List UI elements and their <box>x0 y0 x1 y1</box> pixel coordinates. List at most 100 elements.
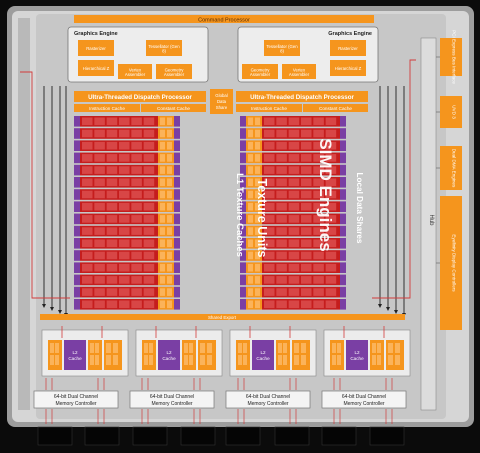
local-data-share <box>74 238 80 249</box>
simd-engine-row <box>240 128 346 139</box>
local-data-share <box>174 250 180 261</box>
simd-array-right <box>240 116 346 310</box>
hub <box>420 37 437 411</box>
stream-core <box>276 276 287 284</box>
simd-engine-row <box>240 116 346 127</box>
local-data-share <box>174 189 180 200</box>
graphics-engine-title: Graphics Engine <box>74 31 118 37</box>
rasterizer-label: Rasterizer <box>338 46 358 51</box>
stream-core <box>106 178 118 187</box>
dispatch-processor-right <box>236 91 368 102</box>
local-data-share <box>74 201 80 212</box>
texture-cache-cell <box>255 178 260 187</box>
stream-core <box>325 202 337 211</box>
stream-core <box>94 166 105 174</box>
texture-cache-cell <box>167 141 172 150</box>
stream-core <box>301 288 312 296</box>
crossbar-label: Shared Export <box>208 315 237 320</box>
stream-core <box>313 141 324 150</box>
vertex-assembler-block <box>118 64 152 79</box>
stream-core <box>325 227 337 235</box>
simd-engine-row <box>74 189 180 200</box>
texture-unit <box>246 238 262 249</box>
local-data-share <box>340 128 346 139</box>
stream-core <box>94 129 105 138</box>
texture-unit <box>158 213 174 225</box>
stream-core <box>264 288 275 296</box>
texture-unit <box>246 262 262 273</box>
texture-cache-cell <box>255 276 260 284</box>
simd-engine-row <box>74 262 180 273</box>
stream-core <box>119 276 130 284</box>
simd-engine-row <box>74 201 180 212</box>
stream-core <box>106 227 118 235</box>
stream-core <box>143 178 155 187</box>
stream-core <box>131 300 142 309</box>
texture-unit <box>246 189 262 200</box>
geometry-assembler-block <box>242 64 278 79</box>
stream-core <box>119 166 130 174</box>
simd-engines-label: SIMD Engines <box>316 138 335 251</box>
texture-cache-cell <box>160 276 165 284</box>
stream-core <box>106 117 118 126</box>
l2-cache <box>346 340 368 370</box>
local-data-share <box>340 164 346 176</box>
stream-core <box>264 202 275 211</box>
stream-core <box>264 166 275 174</box>
texture-cache-cell <box>248 202 253 211</box>
local-data-share <box>240 286 246 298</box>
texture-cache-cell <box>255 288 260 296</box>
stream-core <box>264 117 275 126</box>
stream-core <box>276 239 287 248</box>
texture-cache-cell <box>160 227 165 235</box>
local-data-share <box>240 128 246 139</box>
stream-core <box>288 178 300 187</box>
texture-cache-cell <box>255 141 260 150</box>
stream-core <box>131 276 142 284</box>
local-data-share <box>340 225 346 237</box>
stream-core <box>276 178 287 187</box>
texture-cache-cell <box>160 178 165 187</box>
simd-engine-row <box>74 225 180 237</box>
stream-core <box>131 117 142 126</box>
local-data-share <box>240 225 246 237</box>
stream-core <box>131 154 142 162</box>
simd-engine-row <box>240 274 346 286</box>
local-data-share <box>340 262 346 273</box>
stream-core <box>301 276 312 284</box>
texture-unit <box>158 152 174 164</box>
l2-cache <box>252 340 274 370</box>
l2-cache <box>64 340 86 370</box>
stream-core <box>313 239 324 248</box>
stream-core <box>288 251 300 260</box>
stream-core <box>82 141 93 150</box>
local-data-share <box>174 299 180 310</box>
simd-engine-row <box>74 250 180 261</box>
eyefinity-display-controllers-label: Eyefinity Display Controllers <box>452 234 457 292</box>
stream-core <box>82 288 93 296</box>
texture-unit <box>158 262 174 273</box>
hub-label: Hub <box>428 214 434 226</box>
simd-engine-row <box>240 201 346 212</box>
stream-core <box>313 166 324 174</box>
simd-engine-row <box>240 286 346 298</box>
stream-core <box>131 166 142 174</box>
stream-core <box>288 239 300 248</box>
local-data-share <box>340 274 346 286</box>
stream-core <box>94 251 105 260</box>
stream-core <box>288 227 300 235</box>
local-data-share <box>340 189 346 200</box>
stream-core <box>264 300 275 309</box>
rasterizer-block <box>78 40 114 56</box>
stream-core <box>276 263 287 272</box>
geometry-assembler-block <box>156 64 192 79</box>
stream-core <box>143 141 155 150</box>
stream-core <box>301 117 312 126</box>
local-data-share <box>340 299 346 310</box>
memory-chip <box>84 426 120 446</box>
